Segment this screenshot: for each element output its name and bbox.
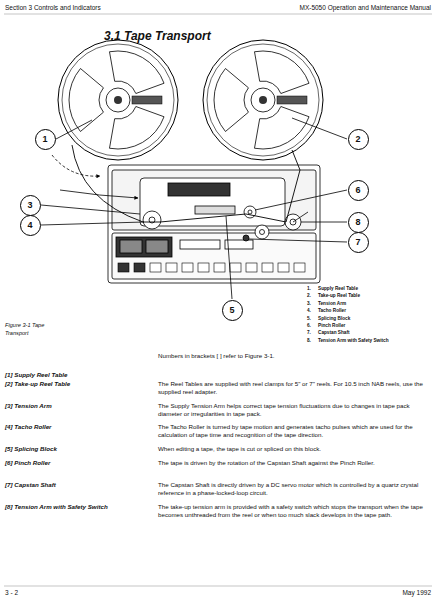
legend-number: 2. xyxy=(307,293,317,299)
callout-number-text: 5 xyxy=(229,306,234,315)
callout-number-text: 3 xyxy=(27,201,32,210)
intro-note: Numbers in brackets [ ] refer to Figure … xyxy=(158,352,428,360)
callout-number: 3 xyxy=(20,195,41,216)
tape-direction-arrow xyxy=(60,190,138,198)
callout-number-text: 6 xyxy=(355,186,360,195)
callout-number: 1 xyxy=(35,129,56,150)
legend-name: Splicing Block xyxy=(318,316,398,322)
table-description: The Reel Tables are supplied with reel c… xyxy=(158,380,426,397)
rotation-arrow xyxy=(52,155,100,176)
table-heading: [1] Supply Reel Table xyxy=(5,371,150,379)
legend-name: Take-up Reel Table xyxy=(318,293,398,299)
callout-number-text: 4 xyxy=(27,221,32,230)
reel xyxy=(58,40,178,160)
table-heading: [7] Capstan Shaft xyxy=(5,481,150,489)
callout-number: 8 xyxy=(348,212,369,233)
callout-number: 2 xyxy=(348,129,369,150)
legend-name: Tacho Roller xyxy=(318,308,398,314)
callout-number: 5 xyxy=(222,300,243,321)
legend-number: 5. xyxy=(307,316,317,322)
table-heading: [6] Pinch Roller xyxy=(5,459,150,467)
legend-number: 7. xyxy=(307,330,317,336)
reel xyxy=(203,40,323,160)
callout-number-text: 2 xyxy=(355,135,360,144)
transport-buttons xyxy=(118,263,305,272)
legend-number: 1. xyxy=(307,286,317,292)
footer-rule xyxy=(4,586,432,587)
header-rule xyxy=(4,14,432,15)
reels xyxy=(58,40,323,160)
callout-number-text: 7 xyxy=(355,238,360,247)
page-footer: May 1992 xyxy=(402,589,431,598)
tape-path xyxy=(72,145,300,222)
table-heading: [2] Take-up Reel Table xyxy=(5,380,150,388)
callout-number: 4 xyxy=(20,215,41,236)
table-heading: [3] Tension Arm xyxy=(5,402,150,410)
callout-number: 6 xyxy=(348,180,369,201)
legend-name: Pinch Roller xyxy=(318,323,398,329)
rollers xyxy=(143,206,308,241)
section-title: 3.1 Tape Transport xyxy=(104,28,211,44)
table-heading: [4] Tacho Roller xyxy=(5,423,150,431)
leader-lines xyxy=(41,118,347,299)
page-footer: 3 - 2 xyxy=(5,589,18,598)
legend-name: Supply Reel Table xyxy=(318,286,398,292)
page-header: MX-5050 Operation and Maintenance Manual xyxy=(299,4,431,13)
callout-number: 7 xyxy=(348,232,369,253)
table-description: The tape is driven by the rotation of th… xyxy=(158,459,426,467)
legend-name: Tension Arm xyxy=(318,301,398,307)
legend-number: 4. xyxy=(307,308,317,314)
legend-number: 6. xyxy=(307,323,317,329)
figure-caption: Figure 3-1 Tape Transport xyxy=(5,322,53,337)
deck-body xyxy=(108,165,320,283)
legend-number: 3. xyxy=(307,301,317,307)
table-description: The take-up tension arm is provided with… xyxy=(158,503,426,520)
callout-number-text: 8 xyxy=(355,218,360,227)
table-description: The Tacho Roller is turned by tape motio… xyxy=(158,423,426,440)
table-heading: [5] Splicing Block xyxy=(5,445,150,453)
legend-name: Capstan Shaft xyxy=(318,330,398,336)
table-description: The Capstan Shaft is directly driven by … xyxy=(158,481,426,498)
table-description: The Supply Tension Arm helps correct tap… xyxy=(158,402,426,419)
table-description: When editing a tape, the tape is cut or … xyxy=(158,445,426,453)
page-header: Section 3 Controls and Indicators xyxy=(5,4,101,13)
legend-number: 8. xyxy=(307,338,317,344)
legend-name: Tension Arm with Safety Switch xyxy=(318,338,398,344)
callout-number-text: 1 xyxy=(42,135,47,144)
table-heading: [8] Tension Arm with Safety Switch xyxy=(5,503,150,511)
